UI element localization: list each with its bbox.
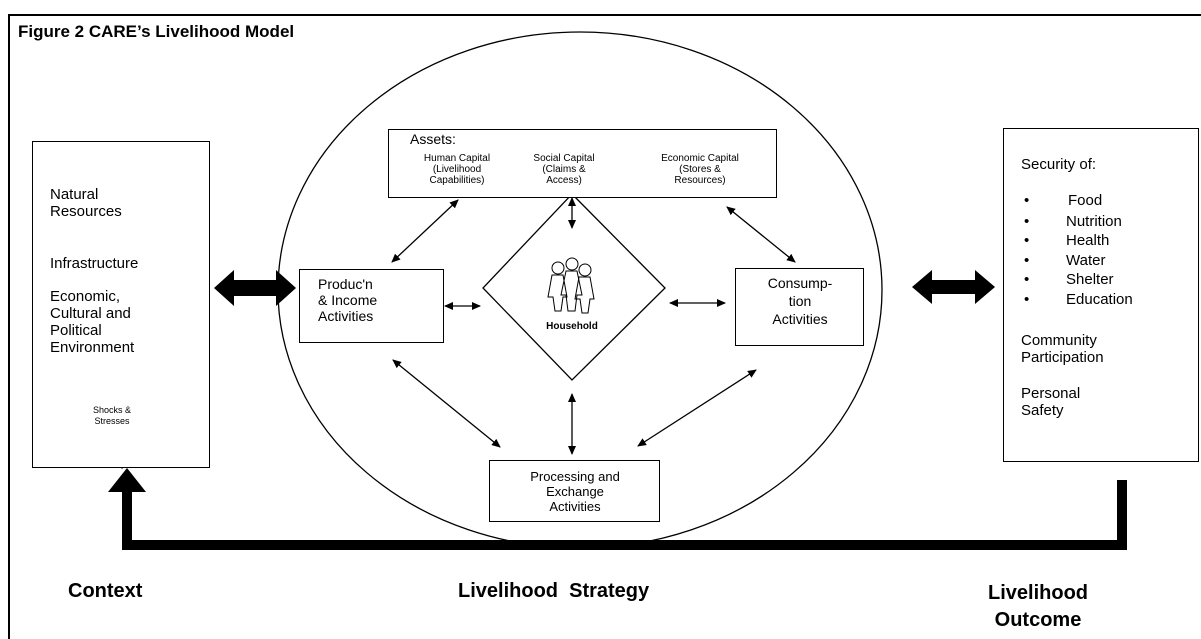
security-list: •Food •Nutrition •Health •Water •Shelter… xyxy=(1020,191,1133,309)
economic-capital-label: Economic Capital(Stores &Resources) xyxy=(661,153,739,186)
security-item: •Food xyxy=(1024,192,1103,209)
thick-arrow-strategy-outcome xyxy=(912,270,995,304)
security-item: •Shelter xyxy=(1024,271,1114,288)
shocks-label: Shocks &Stresses xyxy=(92,405,132,426)
production-box xyxy=(299,269,444,343)
figure-title: Figure 2 CARE’s Livelihood Model xyxy=(18,22,295,41)
security-item: •Water xyxy=(1024,251,1106,269)
arrow-assets-production xyxy=(391,199,459,263)
thick-arrow-context-strategy xyxy=(214,270,296,306)
assets-box xyxy=(388,129,777,198)
processing-box xyxy=(489,460,660,522)
outcome-box xyxy=(1003,128,1199,462)
consumption-box xyxy=(735,268,864,346)
arrow-production-processing xyxy=(392,359,501,448)
arrow-assets-consumption xyxy=(726,206,796,263)
security-heading: Security of: xyxy=(1021,156,1097,173)
social-capital-label: Social Capital(Claims &Access) xyxy=(533,153,595,186)
feedback-loop xyxy=(122,480,1127,550)
strategy-caption: Livelihood Strategy xyxy=(458,580,650,602)
assets-heading: Assets: xyxy=(410,131,456,147)
security-item: •Nutrition xyxy=(1024,212,1122,230)
household-label: Household xyxy=(546,321,598,332)
household-diamond xyxy=(482,193,666,381)
security-item: •Health xyxy=(1024,232,1110,249)
people-icon xyxy=(547,257,595,314)
feedback-arrowhead xyxy=(108,468,146,492)
context-caption: Context xyxy=(68,580,143,602)
arrow-consumption-processing xyxy=(637,369,757,447)
figure-frame xyxy=(8,14,1201,639)
security-item: •Education xyxy=(1024,290,1133,308)
infrastructure-label: Infrastructure xyxy=(50,255,139,272)
context-box xyxy=(32,141,210,468)
